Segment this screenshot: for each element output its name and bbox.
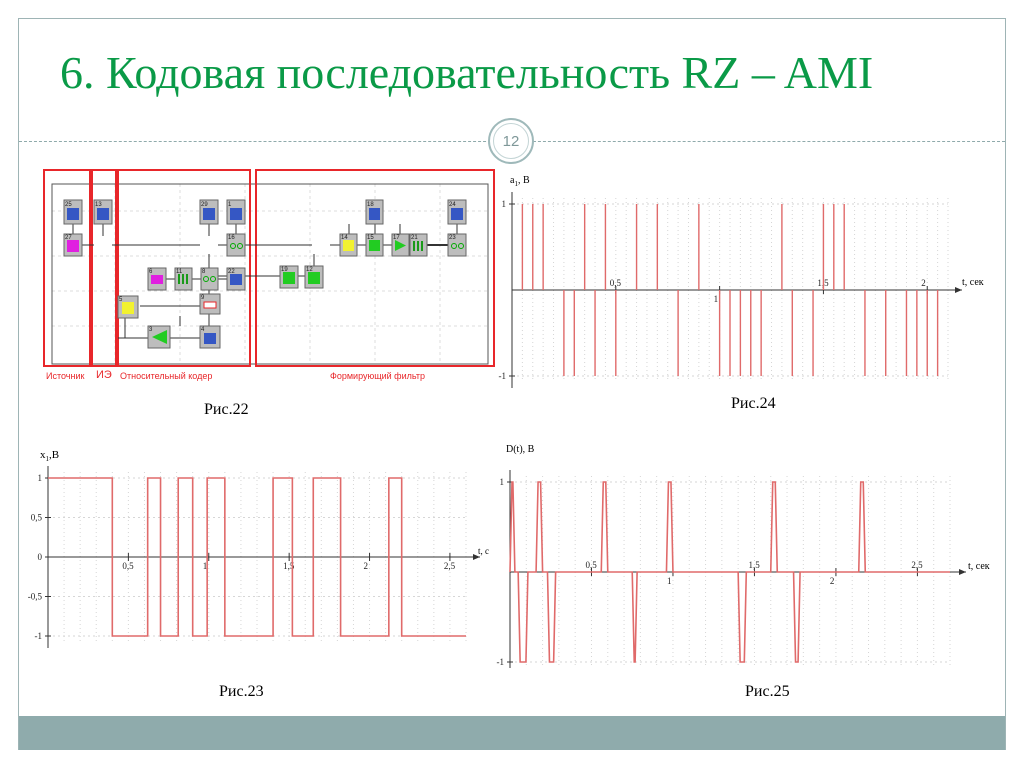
footer-bar <box>19 716 1005 750</box>
svg-text:12: 12 <box>306 267 313 273</box>
fig25-x-tick-label: 0,5 <box>585 560 597 570</box>
fig24-xlabel: t, сек <box>962 277 984 288</box>
fig24-svg: a1, B t, сек 0,511,521-1 <box>499 175 984 388</box>
svg-text:14: 14 <box>341 235 348 241</box>
svg-text:18: 18 <box>367 202 374 208</box>
fig23-signal <box>48 477 466 637</box>
svg-text:17: 17 <box>393 235 400 241</box>
svg-text:4: 4 <box>201 327 205 333</box>
fig24-y-tick-label: -1 <box>499 371 507 381</box>
fig23-x-tick-label: 1 <box>203 561 208 571</box>
svg-text:16: 16 <box>228 235 235 241</box>
fig25-chart: D(t), B t, сек 0,5 1 1,5 2 2,5 1 -1 <box>480 436 1004 674</box>
fig24-chart: a1, B t, сек 0,511,521-1 <box>490 168 1000 400</box>
block-4: 4 <box>199 325 221 349</box>
svg-text:27: 27 <box>65 235 72 241</box>
fig25-caption: Рис.25 <box>745 683 790 700</box>
fig23-caption: Рис.23 <box>219 683 264 700</box>
block-17: 17 <box>391 233 410 257</box>
fig25-y-tick-label: 1 <box>500 477 505 487</box>
fig24-x-arrow <box>955 287 962 293</box>
fig23-svg: x1,B t, c 0,5 1 1,5 2 2,5 1 0,5 0 -0,5 -1 <box>28 449 489 648</box>
svg-text:5: 5 <box>119 297 123 303</box>
fig23-y-tick-label: -0,5 <box>28 592 43 602</box>
block-11: 11 <box>174 267 193 291</box>
fig25-ylabel: D(t), B <box>506 444 535 455</box>
block-19: 19 <box>279 265 299 289</box>
fig25-y-tick-label: -1 <box>497 657 505 667</box>
block-18: 18 <box>365 199 384 225</box>
fig24-x-tick-label: 2 <box>921 278 926 288</box>
fig24-x-tick-label: 0,5 <box>610 278 622 288</box>
fig23-y-tick-label: -1 <box>35 631 43 641</box>
page-number: 12 <box>493 123 529 159</box>
block-16: 16 <box>226 233 246 257</box>
region-label-shaping-filter: Формирующий фильтр <box>330 371 425 381</box>
svg-text:13: 13 <box>95 202 102 208</box>
fig24-x-tick-label: 1 <box>714 294 719 304</box>
fig23-y-tick-label: 0 <box>38 552 43 562</box>
block-29: 29 <box>199 199 219 225</box>
fig23-x-tick-label: 0,5 <box>122 561 134 571</box>
svg-text:8: 8 <box>202 269 206 275</box>
region-label-source: Источник <box>46 371 84 381</box>
block-8: 8 <box>200 267 219 291</box>
fig23-ylabel: x1,B <box>40 449 59 463</box>
svg-text:6: 6 <box>149 269 153 275</box>
fig24-ylabel: a1, B <box>510 175 530 188</box>
fig22-svg: Источник ИЭ Относительный кодер Формирую… <box>43 169 495 381</box>
svg-text:22: 22 <box>228 269 235 275</box>
block-9: 9 <box>199 293 221 315</box>
fig24-caption: Рис.24 <box>731 395 776 412</box>
svg-text:3: 3 <box>149 327 153 333</box>
fig23-xlabel: t, c <box>478 546 489 556</box>
fig23-x-tick-label: 1,5 <box>283 561 295 571</box>
block-21: 21 <box>409 233 428 257</box>
block-22: 22 <box>226 267 246 291</box>
svg-text:1: 1 <box>228 202 232 208</box>
fig23-x-arrow <box>473 554 480 560</box>
block-13: 13 <box>93 199 113 225</box>
fig24-y-tick-label: 1 <box>502 199 507 209</box>
svg-text:25: 25 <box>65 202 72 208</box>
svg-text:24: 24 <box>449 202 456 208</box>
fig22-caption: Рис.22 <box>204 401 249 418</box>
fig23-y-tick-label: 1 <box>38 473 43 483</box>
block-3: 3 <box>147 325 171 349</box>
block-25: 25 <box>63 199 83 225</box>
svg-text:11: 11 <box>176 269 183 275</box>
fig22-diagram: Источник ИЭ Относительный кодер Формирую… <box>40 166 498 386</box>
region-label-ie: ИЭ <box>96 369 112 381</box>
svg-text:23: 23 <box>449 235 456 241</box>
block-23: 23 <box>447 233 467 257</box>
svg-text:29: 29 <box>201 202 208 208</box>
region-label-relative-coder: Относительный кодер <box>120 371 212 381</box>
fig23-x-tick-label: 2 <box>364 561 369 571</box>
block-27: 27 <box>63 233 83 257</box>
block-14: 14 <box>339 233 358 257</box>
block-24: 24 <box>447 199 467 225</box>
page-number-badge: 12 <box>488 118 534 164</box>
svg-text:19: 19 <box>281 267 288 273</box>
block-6: 6 <box>147 267 167 291</box>
fig23-x-tick-label: 2,5 <box>444 561 456 571</box>
fig23-y-tick-label: 0,5 <box>31 513 43 523</box>
fig25-x-arrow <box>959 569 966 575</box>
slide-title: 6. Кодовая последовательность RZ – AMI <box>60 47 874 98</box>
svg-text:21: 21 <box>411 235 418 241</box>
fig25-x-tick-label: 2,5 <box>911 560 923 570</box>
svg-text:9: 9 <box>201 295 205 301</box>
block-15: 15 <box>365 233 384 257</box>
block-5: 5 <box>117 295 139 319</box>
block-12: 12 <box>304 265 324 289</box>
fig25-x-tick-label: 1 <box>667 576 672 586</box>
fig25-svg: D(t), B t, сек 0,5 1 1,5 2 2,5 1 -1 <box>497 444 990 674</box>
fig25-signal <box>509 481 950 663</box>
fig25-x-tick-label: 1,5 <box>748 560 760 570</box>
svg-text:15: 15 <box>367 235 374 241</box>
fig23-chart: x1,B t, c 0,5 1 1,5 2 2,5 1 0,5 0 -0,5 -1 <box>18 446 494 662</box>
block-1: 1 <box>226 199 246 225</box>
fig25-xlabel: t, сек <box>968 561 990 572</box>
fig25-x-tick-label: 2 <box>830 576 835 586</box>
